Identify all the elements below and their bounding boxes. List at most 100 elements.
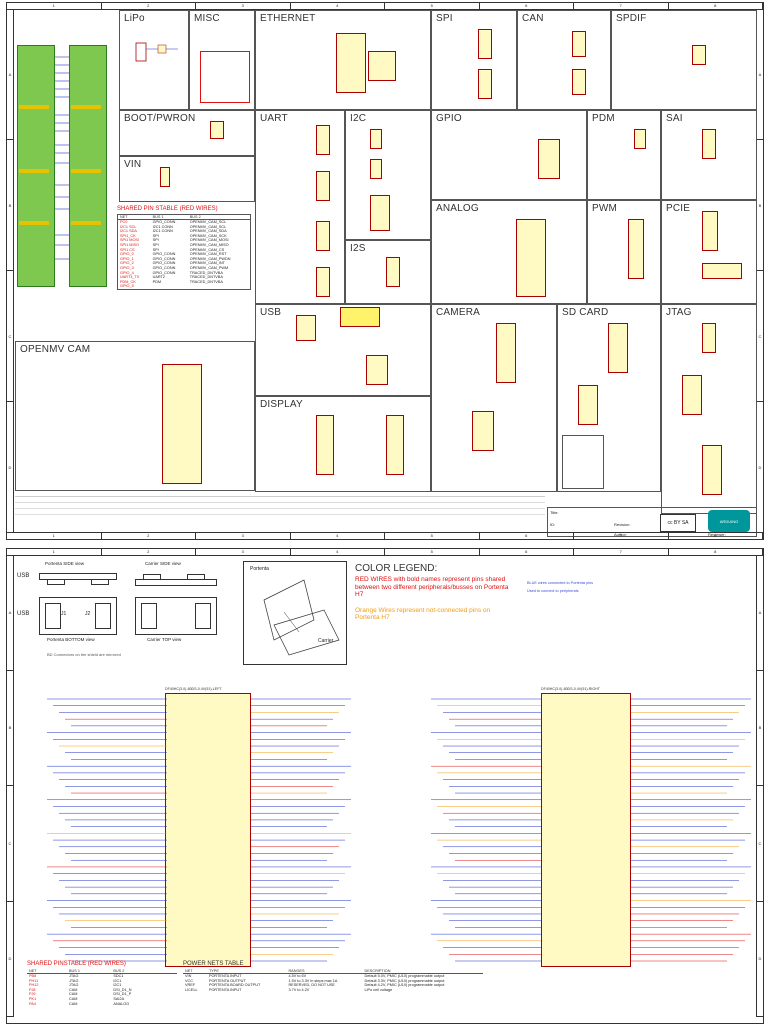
camera-panel: CAMERA [431, 304, 557, 492]
left-connector-wires-r [251, 698, 351, 962]
disclaimer-band [15, 496, 545, 531]
pcie-panel: PCIE [661, 200, 757, 304]
pcol-ranges: RANGES [286, 969, 363, 974]
pcie-header-2 [702, 263, 742, 279]
table-cell: PJ8 [29, 987, 36, 992]
pcol-type: TYPE [206, 969, 287, 974]
table-cell: SPI1 CS [120, 247, 135, 252]
pwm-title: PWM [592, 203, 618, 214]
spi-header-1 [478, 29, 492, 59]
table-cell: PORTENTA BOARD OUTPUT [208, 983, 261, 988]
table-row: SPI1 CS SPI OPENMV_CAM_CS [118, 248, 251, 253]
carrier-side-view: Carrier SIDE view [125, 561, 235, 589]
right-connector: DF40HC(3.0)-80DS-0.4V(51)-RIGHT [541, 687, 631, 967]
reviewer-label: Reviewer: [708, 532, 726, 537]
pcie-header-1 [702, 211, 718, 251]
sdcard-header [608, 323, 628, 373]
portenta-bottom-label: Portenta BOTTOM view [47, 637, 95, 642]
col-net: NET [117, 214, 151, 220]
table-cell: VIN [185, 974, 192, 978]
sdcard-title: SD CARD [562, 307, 609, 318]
right-connector-label: DF40HC(3.0)-80DS-0.4V(51)-RIGHT [541, 687, 600, 691]
table-cell: CAM [68, 987, 78, 992]
uart-header-2 [316, 171, 330, 201]
bottom-j2: J2 [85, 611, 91, 617]
spi-header-2 [478, 69, 492, 99]
table-cell: TRACED_DNTVBA [189, 275, 223, 280]
legend-blue-2: Used to connect to peripherals [527, 589, 579, 593]
shared-table-2-title: SHARED PINSTABLE (RED WIRES) [27, 961, 126, 967]
table-cell: PA4 [29, 1001, 36, 1006]
illustration-drawing [263, 579, 340, 656]
table-cell: GPIO_CONN [152, 252, 176, 257]
table-cell: Default 5.0V, PMIC (U10) programmable ou… [364, 974, 445, 978]
table-cell: I2C1 [113, 978, 122, 983]
usb-connector-2 [366, 355, 388, 385]
boot-title: BOOT/PWRON [124, 113, 196, 124]
openmv-panel: OPENMV CAM [15, 341, 255, 491]
col2-bus1: BUS 1 [66, 969, 112, 974]
table-cell: OPENMV_CAM_SCL [189, 224, 227, 229]
illustration-portenta-label: Portenta [250, 566, 269, 572]
usb-title: USB [260, 307, 282, 318]
i2c-header-2 [370, 159, 382, 179]
sai-title: SAI [666, 113, 683, 124]
table-cell: CAM [68, 996, 78, 1001]
table-cell: SPI [152, 233, 159, 238]
ethernet-connector [336, 33, 366, 93]
table-cell: Default 3.3V, PMIC (U10) programmable ou… [364, 978, 445, 983]
table-cell: OPENMV_CAM_CS [189, 247, 225, 252]
uart-header-3 [316, 221, 330, 251]
usb-highlight [340, 307, 380, 327]
legend-blue-notes: BLUE wires connected to Portenta pins Us… [527, 581, 637, 593]
shared-pins-table-1: SHARED PIN STABLE (RED WIRES) NET BUS 1 … [117, 206, 255, 316]
power-nets-table: POWER NETS TABLE NET TYPE RANGES DESCRIP… [183, 961, 483, 992]
table-cell: PB8 [29, 974, 37, 978]
table-cell: SPI [152, 242, 159, 247]
left-connector-body [165, 693, 251, 967]
table-cell: OPENMV_CAM_PWM [189, 265, 229, 270]
pcol-desc: DESCRIPTION [362, 969, 483, 974]
i2s-header [386, 257, 400, 287]
table-cell: SPI1 MISO [120, 242, 139, 247]
table-cell: TRACED_DNTVBA [189, 279, 223, 284]
bd-note: BD Connectors on the shield are mirrored [47, 652, 121, 657]
ethernet-panel: ETHERNET [255, 10, 431, 110]
bottom-usb-label: USB [17, 611, 30, 617]
carrier-side-label: Carrier SIDE view [145, 561, 181, 566]
table-cell: GPIO_CONN [152, 265, 176, 270]
left-connector-label: DF40HC(3.0)-80DS-0.4V(51)-LEFT [165, 687, 222, 691]
table-cell: OPENMV_CAM_PWDN [189, 256, 231, 261]
side-usb-label: USB [17, 573, 30, 579]
table-cell: OPENMV_CAM_SCL [189, 220, 227, 224]
display-title: DISPLAY [260, 399, 303, 410]
misc-panel: MISC [189, 10, 255, 110]
table-cell: ANALOG [113, 1001, 130, 1006]
table-cell: PORTENTA INPUT [208, 974, 242, 978]
table-cell: SPI [152, 247, 159, 252]
table-cell: GPIO_CONN [152, 256, 176, 261]
table-cell: 3.7V to 4.2V [288, 987, 310, 992]
title-label: Title: [550, 510, 559, 515]
table-cell: GPIO_CONN [152, 261, 176, 266]
sai-panel: SAI [661, 110, 757, 200]
arduino-logo: ARDUINO [708, 510, 750, 532]
table-cell: PJ9 [29, 992, 36, 997]
legend-orange: Orange Wires represent not-connected pin… [355, 606, 491, 622]
table-cell [151, 284, 188, 289]
table-cell: I2C1 SCL [120, 224, 137, 229]
legend-blue-1: BLUE wires connected to Portenta pins [527, 581, 594, 585]
carrier-top-label: Carrier TOP view [147, 637, 182, 642]
table-cell: SPI [152, 238, 159, 243]
